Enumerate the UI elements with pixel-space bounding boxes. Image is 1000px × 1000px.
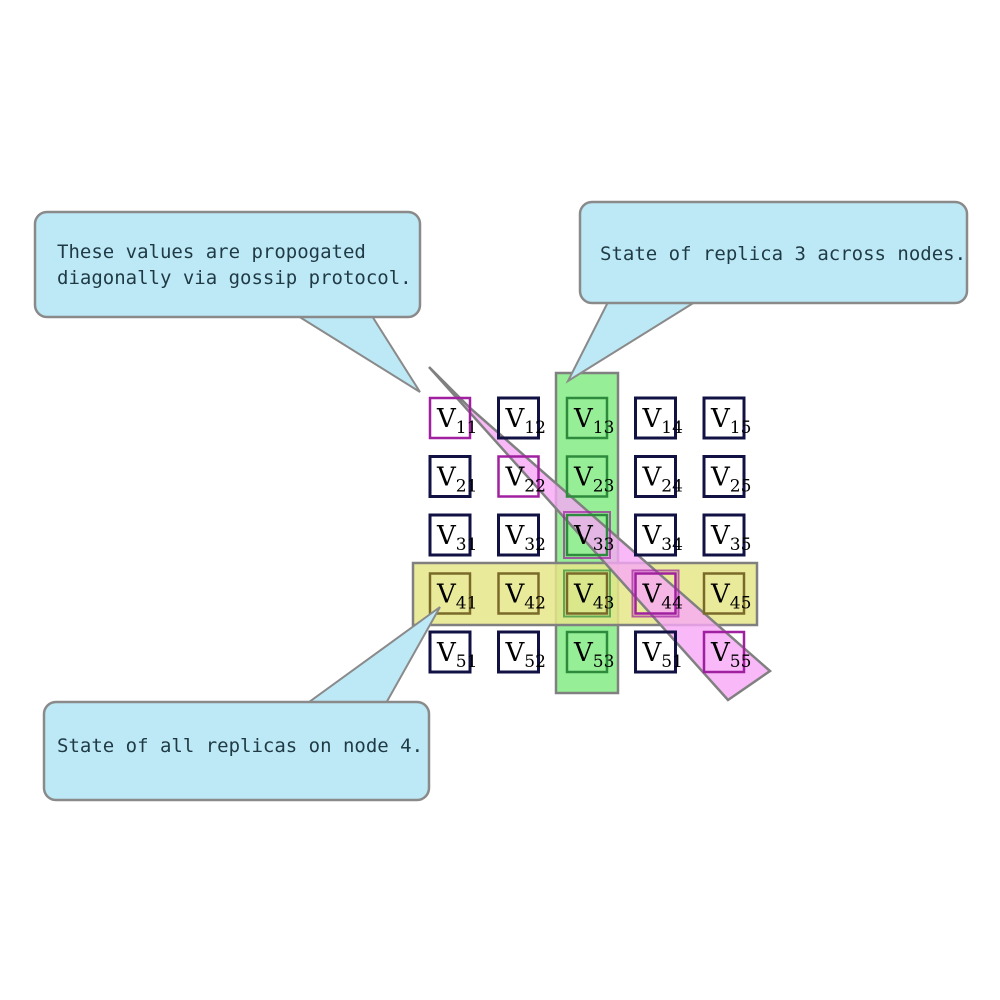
- grid-cell-box: [497, 396, 540, 440]
- grid-cell-box: [428, 513, 472, 557]
- grid-cell-label: V44: [642, 580, 683, 614]
- gossip-diagonal-band: [428, 366, 773, 702]
- grid-cell-subscript: 43: [593, 594, 615, 614]
- grid-cell-box: [702, 630, 746, 674]
- grid-cell-box: [565, 630, 609, 674]
- grid-cell-box: [428, 630, 472, 674]
- grid-cell-overlay-border: [563, 511, 611, 559]
- gossip-callout-line-1: These values are propogated: [57, 241, 366, 263]
- grid-cell-box: [497, 455, 540, 498]
- grid-cell-subscript: 14: [661, 418, 683, 438]
- grid-cell-box: [702, 572, 746, 615]
- grid-cell-subscript: 41: [456, 594, 478, 614]
- grid-cell-subscript: 44: [661, 594, 683, 614]
- node-callout-line-1: State of all replicas on node 4.: [57, 735, 423, 757]
- grid-cell-overlay-border: [563, 569, 611, 618]
- grid-cell-subscript: 42: [524, 594, 546, 614]
- grid-cell-subscript: 51: [661, 652, 683, 672]
- grid-cell[interactable]: V45: [702, 572, 752, 615]
- grid-cell[interactable]: V55: [702, 630, 752, 674]
- grid-cell-subscript: 21: [456, 477, 478, 497]
- grid-cell[interactable]: V12: [497, 396, 546, 440]
- grid-cell-box: [702, 396, 746, 440]
- grid-cell[interactable]: V43: [563, 569, 615, 618]
- gossip-callout-line-2: diagonally via gossip protocol.: [57, 267, 412, 289]
- grid-cell[interactable]: V44: [631, 569, 683, 618]
- grid-cell-subscript: 13: [593, 418, 615, 438]
- replica-callout-line-1: State of replica 3 across nodes.: [600, 243, 966, 265]
- grid-cell-subscript: 51: [456, 652, 478, 672]
- grid-cell[interactable]: V14: [634, 396, 683, 440]
- grid-cell-box: [428, 396, 472, 440]
- grid-cell-box: [634, 455, 677, 498]
- gossip-callout-tail: [294, 315, 421, 393]
- grid-cell-box: [634, 513, 677, 557]
- grid-cell-subscript: 22: [524, 477, 546, 497]
- grid-cell-box: [428, 455, 472, 498]
- grid-cell-label: V42: [505, 580, 546, 614]
- grid-cell-label: V53: [573, 638, 614, 672]
- node-callout-tail: [301, 606, 441, 706]
- node-callout-body: [42, 700, 431, 802]
- grid-cell-subscript: 33: [593, 535, 615, 555]
- grid-cell-subscript: 11: [456, 418, 478, 438]
- grid-cell[interactable]: V53: [565, 630, 614, 674]
- grid-cell-subscript: 34: [661, 535, 683, 555]
- grid-cell-subscript: 52: [524, 652, 546, 672]
- grid-cell-subscript: 31: [456, 535, 478, 555]
- grid-cell-subscript: 15: [730, 418, 752, 438]
- grid-cell-box: [565, 455, 609, 498]
- grid-cell-subscript: 55: [730, 652, 752, 672]
- grid-cell-subscript: 32: [524, 535, 546, 555]
- grid-cell-box: [428, 572, 472, 615]
- replica-callout-body: [578, 200, 969, 305]
- grid-cell-subscript: 23: [593, 477, 615, 497]
- grid-cell-subscript: 35: [730, 535, 752, 555]
- grid-cell-box: [497, 630, 540, 674]
- grid-cell-overlay-border: [631, 569, 680, 618]
- grid-cell[interactable]: V51: [634, 630, 683, 674]
- replica-callout-tail: [565, 301, 699, 384]
- grid-cell[interactable]: V34: [634, 513, 683, 557]
- grid-cell-box: [634, 630, 677, 674]
- grid-cell-box: [565, 396, 609, 440]
- gossip-callout-body: [33, 210, 422, 319]
- grid-cell-box: [634, 396, 677, 440]
- grid-cell-subscript: 25: [730, 477, 752, 497]
- grid-cell[interactable]: V42: [497, 572, 546, 615]
- grid-cell-subscript: 45: [730, 594, 752, 614]
- grid-cell-box: [634, 572, 677, 615]
- grid-cell-subscript: 53: [593, 652, 615, 672]
- grid-cell[interactable]: V25: [702, 455, 752, 498]
- grid-cell-box: [702, 513, 746, 557]
- grid-cell-box: [497, 513, 540, 557]
- grid-cell-box: [702, 455, 746, 498]
- grid-cell-box: [565, 513, 609, 557]
- grid-cell-subscript: 24: [661, 477, 683, 497]
- grid-cell-subscript: 12: [524, 418, 546, 438]
- grid-cell-box: [497, 572, 540, 615]
- grid-cell[interactable]: V23: [565, 455, 615, 498]
- grid-cell-box: [565, 572, 609, 615]
